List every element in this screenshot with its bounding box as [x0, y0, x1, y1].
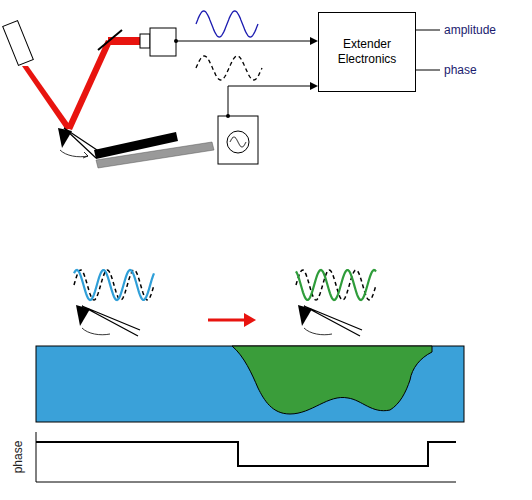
- mirror: [98, 30, 122, 50]
- photodetector: [150, 28, 176, 56]
- output-label: amplitude: [444, 24, 496, 36]
- arrowhead: [310, 37, 318, 45]
- drive-signal: [196, 56, 262, 80]
- oscillator-symbol: [230, 137, 246, 147]
- laser-beam: [22, 66, 72, 130]
- phase-trace: [36, 442, 456, 466]
- drive-signal: [296, 270, 376, 300]
- arrowhead: [310, 82, 318, 90]
- signal-wire: [228, 86, 314, 116]
- detector-signal: [196, 11, 258, 37]
- laser-source: [3, 21, 34, 66]
- oscillator-symbol: [227, 131, 249, 153]
- sample-domain: [232, 346, 432, 414]
- response-signal: [296, 270, 376, 300]
- electronics-box: Extender Electronics: [318, 12, 416, 92]
- signal-wire: [176, 41, 314, 42]
- photodetector: [140, 34, 150, 48]
- plot-axis: [36, 432, 456, 482]
- response-signal: [74, 270, 154, 300]
- cantilever: [298, 305, 362, 336]
- axis-label: phase: [12, 441, 24, 474]
- box-label: Extender Electronics: [319, 37, 415, 67]
- drive-signal: [74, 270, 154, 300]
- output-label: phase: [444, 64, 477, 76]
- afm-tip: [58, 128, 72, 148]
- oscillator: [218, 116, 258, 164]
- scan-arrow: [244, 313, 256, 327]
- piezo-element: [94, 132, 178, 159]
- oscillation-mark: [83, 152, 88, 158]
- sample-substrate: [36, 346, 464, 422]
- oscillation-mark: [60, 150, 88, 157]
- scan-arrow: [208, 319, 246, 322]
- laser-beam: [66, 40, 112, 130]
- cantilever: [76, 305, 140, 336]
